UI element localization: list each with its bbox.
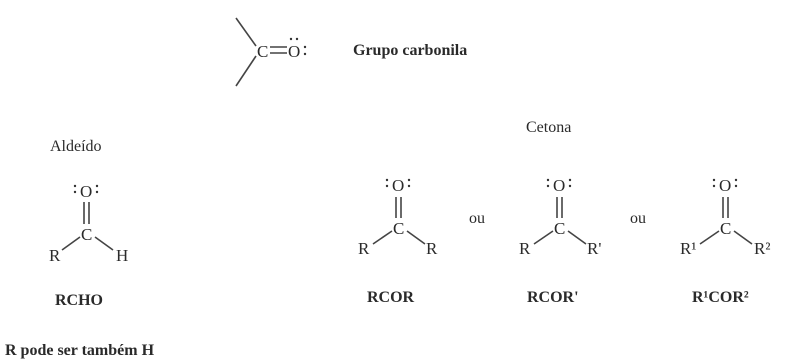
aldehyde-note: R pode ser também H [5, 342, 155, 359]
aldehyde-lone-pairs [73, 184, 99, 194]
ketone-3-right-group: R² [754, 239, 770, 258]
ketone-1-right-group: R [426, 239, 438, 258]
ketone-connector-1: ou [469, 210, 485, 227]
ketone-3-bond-right [733, 230, 753, 245]
aldehyde-c-atom: C [81, 225, 92, 244]
aldehyde-formula: RCHO [55, 292, 103, 309]
ketone-2-bond-left [533, 230, 554, 245]
ketone-structure-2: O C R R' [519, 176, 601, 258]
ketone-2-bond-right [567, 230, 587, 245]
ketone-heading: Cetona [526, 119, 571, 136]
ketone-1-c-atom: C [393, 219, 404, 238]
ketone-3-o-atom: O [719, 176, 731, 195]
ketone-2-left-group: R [519, 239, 531, 258]
ketone-3-left-group: R¹ [680, 239, 696, 258]
carbonyl-structure: C O [235, 17, 307, 87]
ketone-3-lone-pairs [712, 178, 738, 188]
carbonyl-group-title: Grupo carbonila [353, 42, 467, 59]
ketone-1-bond-right [406, 230, 426, 245]
aldehyde-h-atom: H [116, 246, 128, 265]
ketone-1-left-group: R [358, 239, 370, 258]
ketone-connector-2: ou [630, 210, 646, 227]
ketone-1-lone-pairs [385, 178, 411, 188]
carbonyl-bond-lower [235, 55, 257, 87]
aldehyde-structure: O C R H [49, 182, 128, 265]
ketone-structure-3: O C R¹ R² [680, 176, 770, 258]
aldehyde-bond-right [94, 236, 114, 251]
carbonyl-lone-pairs [289, 37, 307, 56]
ketone-2-lone-pairs [546, 178, 572, 188]
ketone-1-bond-left [372, 230, 393, 245]
ketone-1-formula: RCOR [367, 289, 415, 306]
carbonyl-bond-upper [235, 17, 257, 47]
carbonyl-c-atom: C [257, 42, 268, 61]
aldehyde-o-atom: O [80, 182, 92, 201]
carbonyl-o-atom: O [288, 42, 300, 61]
aldehyde-heading: Aldeído [50, 138, 102, 155]
ketone-2-c-atom: C [554, 219, 565, 238]
ketone-3-formula: R¹COR² [692, 289, 749, 306]
ketone-2-right-group: R' [587, 239, 601, 258]
ketone-structure-1: O C R R [358, 176, 438, 258]
ketone-3-c-atom: C [720, 219, 731, 238]
ketone-3-bond-left [699, 230, 720, 245]
aldehyde-r-group: R [49, 246, 61, 265]
ketone-2-formula: RCOR' [527, 289, 579, 306]
aldehyde-bond-left [61, 236, 81, 251]
ketone-1-o-atom: O [392, 176, 404, 195]
ketone-2-o-atom: O [553, 176, 565, 195]
